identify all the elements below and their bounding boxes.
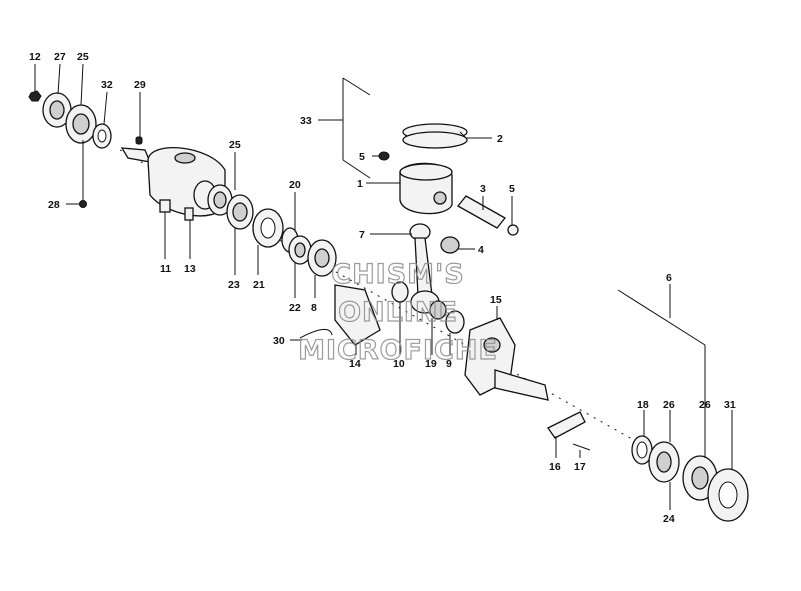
callout-25-left: 25 <box>77 51 89 63</box>
leader-lines <box>34 63 733 510</box>
callout-16: 16 <box>549 461 561 473</box>
watermark-line-1: CHISM'S <box>331 259 464 290</box>
callout-26-left: 26 <box>663 399 675 411</box>
washer-32 <box>92 123 112 149</box>
callout-33: 33 <box>300 115 312 127</box>
callout-18: 18 <box>637 399 649 411</box>
callout-23: 23 <box>228 279 240 291</box>
watermark-line-2: ONLINE <box>338 297 458 328</box>
seal-21 <box>252 208 284 248</box>
left-bearing-27 <box>42 92 72 128</box>
callout-32: 32 <box>101 79 113 91</box>
seal-31 <box>707 468 749 522</box>
connecting-rod-7 <box>409 223 440 314</box>
watermark-line-3: MICROFICHE <box>298 335 498 366</box>
callout-21: 21 <box>253 279 265 291</box>
bearing-23 <box>226 194 254 230</box>
callout-29: 29 <box>134 79 146 91</box>
left-nut-12 <box>28 90 42 102</box>
crank-half-right <box>464 317 549 401</box>
callout-3: 3 <box>480 183 486 195</box>
callout-13: 13 <box>184 263 196 275</box>
circlip-5-right <box>507 224 519 236</box>
callout-2: 2 <box>497 133 503 145</box>
crank-half-left <box>120 147 226 221</box>
callout-24: 24 <box>663 513 675 525</box>
bearing-26-inner <box>648 441 680 483</box>
pin-28 <box>79 200 87 208</box>
callout-15: 15 <box>490 294 502 306</box>
callout-12: 12 <box>29 51 41 63</box>
callout-25-mid: 25 <box>229 139 241 151</box>
callout-17: 17 <box>574 461 586 473</box>
small-end-bearing-4 <box>440 236 460 254</box>
piston-pin-3 <box>457 195 506 229</box>
callout-30: 30 <box>273 335 285 347</box>
pin-29 <box>135 136 143 145</box>
callout-31: 31 <box>724 399 736 411</box>
thrust-washer-9 <box>445 310 465 334</box>
callout-7: 7 <box>359 229 365 241</box>
screw-17 <box>572 443 591 451</box>
callout-10: 10 <box>393 358 405 370</box>
callout-28: 28 <box>48 199 60 211</box>
callout-5-right: 5 <box>509 183 515 195</box>
watermark: CHISM'S ONLINE MICROFICHE <box>297 258 498 366</box>
big-end-bearing-19 <box>429 300 447 320</box>
callout-5-left: 5 <box>359 151 365 163</box>
washer-18 <box>631 435 653 465</box>
callout-9: 9 <box>446 358 452 370</box>
bearing-8 <box>307 239 337 277</box>
callout-labels: 12 27 25 32 29 28 11 13 25 23 21 20 22 8… <box>29 51 736 525</box>
piston-1 <box>399 162 453 215</box>
circlip-5-left <box>378 151 390 161</box>
callout-22: 22 <box>289 302 301 314</box>
callout-19: 19 <box>425 358 437 370</box>
callout-14: 14 <box>349 358 361 370</box>
callout-20: 20 <box>289 179 301 191</box>
left-seal-25 <box>65 104 97 144</box>
callout-1: 1 <box>357 178 363 190</box>
piston-rings-2 <box>402 123 468 149</box>
callout-11: 11 <box>160 263 171 275</box>
crank-pin-14 <box>334 284 381 346</box>
plate-16 <box>547 411 586 439</box>
woodruff-key-30 <box>299 328 333 339</box>
callout-26-right: 26 <box>699 399 711 411</box>
callout-4: 4 <box>478 244 484 256</box>
callout-6: 6 <box>666 272 672 284</box>
callout-27: 27 <box>54 51 66 63</box>
callout-8: 8 <box>311 302 317 314</box>
